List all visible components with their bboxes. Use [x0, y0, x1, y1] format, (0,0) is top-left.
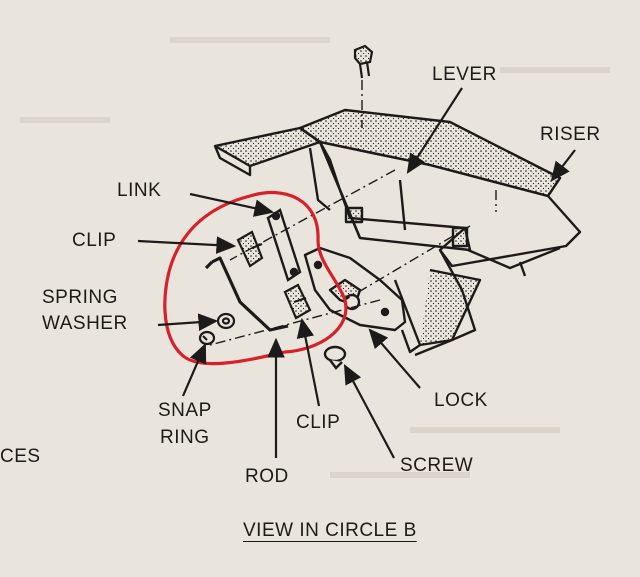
label-clip-upper: CLIP [72, 230, 117, 251]
rod-part [204, 256, 289, 332]
label-washer: WASHER [42, 313, 128, 334]
label-spring: SPRING [42, 287, 118, 308]
snap-ring-part [198, 330, 216, 346]
label-snap: SNAP [158, 400, 212, 421]
label-rod: ROD [245, 466, 289, 487]
red-highlight-circle [163, 190, 348, 366]
spring-washer-part [216, 312, 236, 330]
label-screw: SCREW [400, 455, 474, 476]
label-lock: LOCK [434, 390, 488, 411]
label-lever: LEVER [432, 64, 497, 85]
assembly-axis-lines [209, 80, 497, 346]
lower-clip-part [283, 283, 312, 320]
label-ring: RING [160, 427, 210, 448]
label-link: LINK [117, 180, 162, 201]
link-part [266, 208, 302, 282]
bolt-part [353, 44, 374, 79]
background-print-texture [20, 37, 610, 478]
figure-caption: VIEW IN CIRCLE B [243, 520, 417, 541]
lock-plate [303, 246, 407, 332]
label-clip-lower: CLIP [296, 412, 341, 433]
screw-part [323, 345, 347, 370]
label-riser: RISER [540, 124, 601, 145]
leader-arrows [137, 87, 576, 459]
label-ces-fragment: CES [0, 446, 41, 467]
riser-assembly [213, 108, 582, 357]
